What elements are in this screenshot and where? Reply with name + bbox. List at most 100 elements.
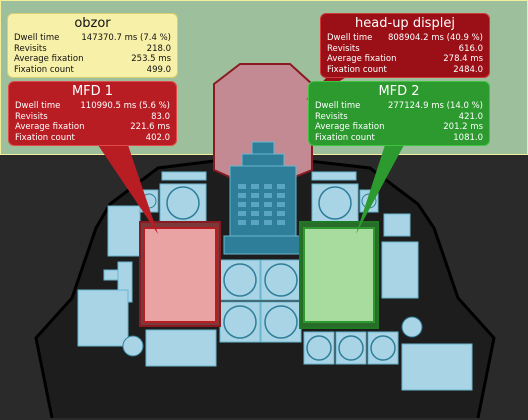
center-console bbox=[223, 141, 303, 255]
console-key bbox=[251, 202, 259, 207]
console-key bbox=[264, 193, 272, 198]
left-bottom-display bbox=[145, 329, 217, 367]
mfd1-aoi[interactable] bbox=[143, 227, 217, 323]
mfd2-callout-pointer bbox=[356, 145, 404, 234]
console-key bbox=[277, 193, 285, 198]
avgfix-value: 221.6 ms bbox=[130, 122, 170, 132]
mfd1-callout-pointer bbox=[98, 145, 158, 234]
dwell-label: Dwell time bbox=[15, 101, 61, 111]
console-key bbox=[251, 220, 259, 225]
fixcount-label: Fixation count bbox=[14, 64, 74, 75]
right-upper-gauge bbox=[311, 183, 359, 223]
console-key bbox=[264, 220, 272, 225]
avgfix-value: 201.2 ms bbox=[443, 122, 483, 132]
dwell-value: 808904.2 ms (40.9 %) bbox=[387, 33, 483, 43]
left-upper-gauge bbox=[159, 183, 207, 223]
left-knob bbox=[122, 335, 144, 357]
hud-dwell-row: Dwell time 808904.2 ms (40.9 %) bbox=[327, 33, 483, 44]
revisits-label: Revisits bbox=[315, 111, 348, 122]
revisits-value: 218.0 bbox=[146, 43, 171, 54]
console-key bbox=[238, 211, 246, 216]
mfd2-avgfix-row: Average fixation 201.2 ms bbox=[315, 122, 483, 133]
fixcount-value: 499.0 bbox=[146, 64, 171, 75]
console-key bbox=[264, 184, 272, 189]
avgfix-label: Average fixation bbox=[14, 54, 84, 64]
left-panel-block bbox=[77, 289, 129, 347]
fixcount-label: Fixation count bbox=[15, 132, 75, 143]
console-key bbox=[238, 202, 246, 207]
center-gauge-dial bbox=[223, 263, 257, 297]
fixcount-value: 1081.0 bbox=[453, 132, 483, 143]
revisits-label: Revisits bbox=[14, 43, 47, 54]
console-key bbox=[264, 202, 272, 207]
right-indicator-strip bbox=[311, 171, 357, 181]
obzor-fixcount-row: Fixation count 499.0 bbox=[14, 65, 171, 76]
avgfix-label: Average fixation bbox=[315, 122, 385, 132]
hud-info-box: head-up displej Dwell time 808904.2 ms (4… bbox=[320, 13, 490, 78]
center-gauge-grid bbox=[219, 259, 302, 343]
right-panel-display bbox=[381, 241, 419, 299]
mfd1-avgfix-row: Average fixation 221.6 ms bbox=[15, 122, 170, 133]
dwell-value: 110990.5 ms (5.6 %) bbox=[80, 101, 170, 111]
obzor-title: obzor bbox=[74, 16, 111, 31]
mfd1-info-box: MFD 1 Dwell time 110990.5 ms (5.6 %) Revi… bbox=[8, 81, 177, 146]
dwell-value: 147370.7 ms (7.4 %) bbox=[81, 33, 171, 43]
mfd2-title: MFD 2 bbox=[378, 84, 420, 99]
right-bottom-display bbox=[401, 343, 473, 391]
obzor-dwell-row: Dwell time 147370.7 ms (7.4 %) bbox=[14, 33, 171, 44]
mfd1-fixcount-row: Fixation count 402.0 bbox=[15, 133, 170, 144]
dwell-label: Dwell time bbox=[327, 33, 373, 43]
console-key bbox=[264, 211, 272, 216]
mfd2-fixcount-row: Fixation count 1081.0 bbox=[315, 133, 483, 144]
fixcount-value: 402.0 bbox=[145, 132, 170, 143]
revisits-label: Revisits bbox=[15, 111, 48, 122]
console-key bbox=[251, 193, 259, 198]
mfd2-revisits-row: Revisits 421.0 bbox=[315, 112, 483, 123]
center-gauge-dial bbox=[264, 263, 298, 297]
dwell-label: Dwell time bbox=[14, 33, 60, 43]
obzor-revisits-row: Revisits 218.0 bbox=[14, 44, 171, 55]
fixcount-label: Fixation count bbox=[315, 132, 375, 143]
mfd1-revisits-row: Revisits 83.0 bbox=[15, 112, 170, 123]
revisits-value: 83.0 bbox=[151, 111, 170, 122]
revisits-value: 421.0 bbox=[458, 111, 483, 122]
left-panel-small-1 bbox=[103, 269, 119, 281]
bottom-gauge-dial bbox=[338, 335, 364, 361]
obzor-avgfix-row: Average fixation 253.5 ms bbox=[14, 54, 171, 65]
left-panel-display bbox=[107, 205, 141, 257]
mfd1-title: MFD 1 bbox=[71, 84, 114, 99]
mfd2-aoi[interactable] bbox=[303, 227, 375, 323]
center-gauge-dial bbox=[264, 305, 298, 339]
console-key bbox=[277, 220, 285, 225]
bottom-gauge-dial bbox=[370, 335, 396, 361]
hud-title: head-up displej bbox=[355, 16, 455, 31]
console-key bbox=[277, 184, 285, 189]
avgfix-label: Average fixation bbox=[327, 54, 397, 64]
console-key bbox=[238, 193, 246, 198]
center-gauge-dial bbox=[223, 305, 257, 339]
console-key bbox=[251, 184, 259, 189]
right-knob bbox=[401, 316, 423, 338]
right-panel-small bbox=[383, 213, 411, 237]
avgfix-label: Average fixation bbox=[15, 122, 85, 132]
avgfix-value: 253.5 ms bbox=[131, 54, 171, 64]
console-key bbox=[277, 211, 285, 216]
fixcount-label: Fixation count bbox=[327, 64, 387, 75]
dwell-label: Dwell time bbox=[315, 101, 361, 111]
hud-aoi[interactable] bbox=[213, 63, 313, 179]
console-key bbox=[251, 211, 259, 216]
mfd2-info-box: MFD 2 Dwell time 277124.9 ms (14.0 %) Rev… bbox=[308, 81, 490, 146]
mfd2-dwell-row: Dwell time 277124.9 ms (14.0 %) bbox=[315, 101, 483, 112]
console-key bbox=[238, 220, 246, 225]
bottom-gauge-row bbox=[303, 331, 399, 365]
bottom-gauge-dial bbox=[306, 335, 332, 361]
obzor-info-box: obzor Dwell time 147370.7 ms (7.4 %) Revi… bbox=[7, 13, 178, 78]
revisits-label: Revisits bbox=[327, 43, 360, 54]
dwell-value: 277124.9 ms (14.0 %) bbox=[387, 101, 483, 111]
mfd1-dwell-row: Dwell time 110990.5 ms (5.6 %) bbox=[15, 101, 170, 112]
